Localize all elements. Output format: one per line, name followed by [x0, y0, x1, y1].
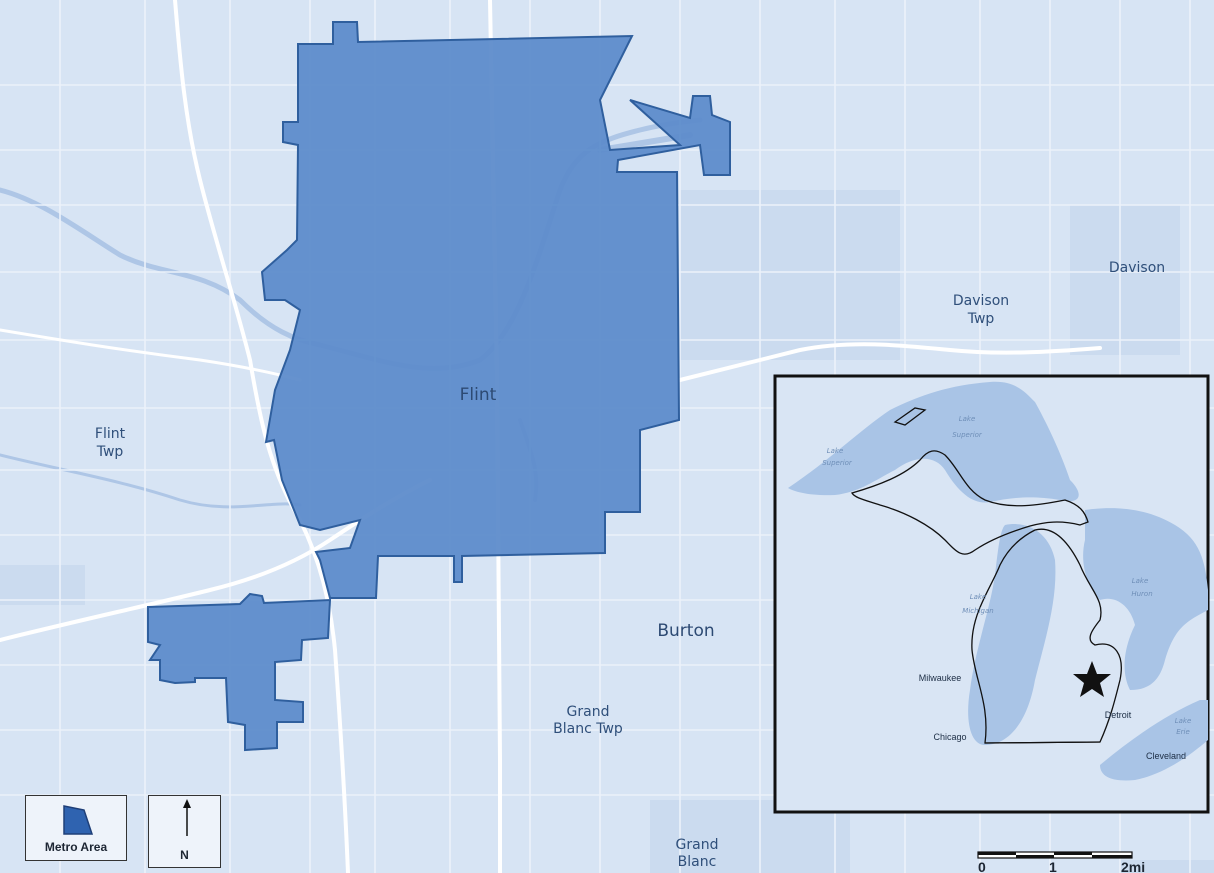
inset-label-lake-superior-2: Superior — [952, 431, 983, 439]
label-davison: Davison — [1109, 260, 1165, 276]
label-grand-blanc-twp-1: Grand — [567, 704, 610, 720]
north-arrow-box: N — [148, 795, 221, 868]
inset-label-lake-michigan-1: Lake — [970, 593, 987, 601]
place-labels: Flint Flint Twp Burton Davison Davison T… — [95, 260, 1165, 870]
north-label: N — [180, 848, 189, 862]
inset-label-lake-erie-2: Erie — [1176, 728, 1190, 736]
inset-label-lake-superior-w1: Lake — [827, 447, 844, 455]
inset-label-lake-michigan-2: Michigan — [962, 607, 993, 615]
label-davison-twp-1: Davison — [953, 293, 1009, 309]
label-flint: Flint — [460, 385, 497, 405]
inset-label-detroit: Detroit — [1105, 710, 1132, 720]
inset-label-lake-huron-1: Lake — [1132, 577, 1149, 585]
inset-label-lake-huron-2: Huron — [1131, 590, 1152, 598]
star-icon — [1073, 661, 1111, 697]
label-burton: Burton — [657, 621, 714, 641]
inset-map[interactable]: Lake Superior Lake Superior Lake Michiga… — [773, 374, 1210, 814]
scale-label-0: 0 — [978, 859, 986, 873]
scale-label-1: 1 — [1049, 859, 1057, 873]
inset-label-milwaukee: Milwaukee — [919, 673, 962, 683]
inset-label-cleveland: Cleveland — [1146, 751, 1186, 761]
metro-area-flint[interactable] — [147, 21, 731, 752]
north-arrow-icon — [183, 799, 191, 836]
label-davison-twp-2: Twp — [967, 311, 995, 327]
legend-metro-label: Metro Area — [44, 840, 108, 854]
label-flint-twp-1: Flint — [95, 426, 126, 442]
inset-state-outline — [851, 407, 1122, 744]
label-grand-blanc-2: Blanc — [678, 854, 717, 870]
inset-label-chicago: Chicago — [933, 732, 966, 742]
label-flint-twp-2: Twp — [96, 444, 124, 460]
label-grand-blanc-1: Grand — [676, 837, 719, 853]
urban-areas — [0, 190, 1214, 873]
legend-metro-area: Metro Area — [25, 795, 127, 861]
metro-area-swatch-icon — [63, 805, 94, 835]
label-grand-blanc-twp-2: Blanc Twp — [553, 721, 623, 737]
scale-label-2mi: 2mi — [1121, 859, 1145, 873]
scale-bar: 0 1 2mi — [977, 851, 1145, 873]
inset-lakes — [788, 381, 1208, 781]
inset-label-lake-erie-1: Lake — [1175, 717, 1192, 725]
inset-label-lake-superior-1: Lake — [959, 415, 976, 423]
inset-label-lake-superior-w2: Superior — [822, 459, 853, 467]
